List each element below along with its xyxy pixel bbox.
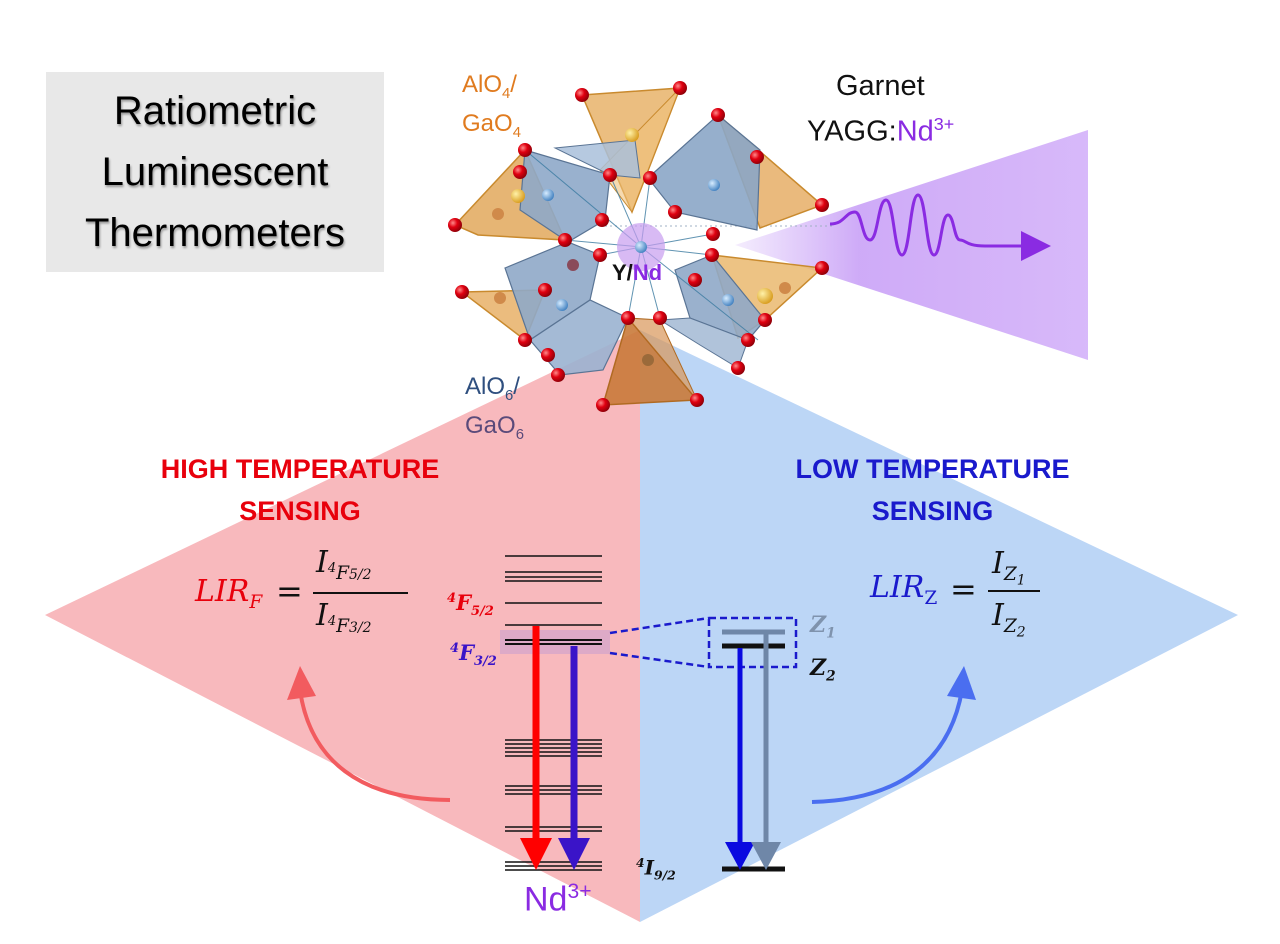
high-temperature-heading: HIGH TEMPERATURE SENSING — [160, 454, 440, 526]
title-line-3: Thermometers — [84, 210, 346, 255]
high-temperature-panel — [45, 330, 640, 922]
z1-label: Z1 — [810, 612, 836, 642]
emission-beam — [735, 130, 1088, 360]
f32-band-highlight — [500, 630, 610, 654]
low-denominator: IZ2 — [992, 598, 1026, 641]
f32-level-label: 4F3/2 — [450, 640, 497, 670]
tetrahedral-site-label: AlO4/ GaO4 — [462, 71, 521, 141]
garnet-crystal-structure — [448, 81, 829, 412]
stark-zoom-box — [707, 616, 798, 669]
f52-level-label: 4F5/2 — [447, 590, 494, 620]
nd-energy-levels — [505, 555, 602, 871]
high-numerator: I4F5/2 — [316, 545, 372, 584]
i92-level-label: 4I9/2 — [636, 855, 676, 883]
central-ion — [635, 241, 647, 253]
low-temperature-panel — [640, 330, 1238, 922]
high-equals: = — [276, 572, 303, 610]
title-box: Ratiometric Luminescent Thermometers — [46, 72, 384, 272]
high-denominator: I4F3/2 — [316, 598, 372, 637]
title-line-2: Luminescent — [101, 149, 329, 194]
high-temp-curved-arrow — [298, 689, 451, 802]
low-equals: = — [950, 570, 977, 608]
low-lir-symbol: LIRZ — [870, 570, 938, 609]
emission-wave — [829, 193, 1051, 261]
low-temperature-heading: LOW TEMPERATURE SENSING — [795, 454, 1070, 526]
title-line-1: Ratiometric — [113, 88, 317, 133]
nd-ion-label: Nd3+ — [524, 880, 592, 919]
garnet-title: Garnet — [836, 70, 925, 102]
garnet-formula: YAGG:Nd3+ — [807, 114, 955, 148]
low-temp-curved-arrow — [811, 689, 964, 804]
dodecahedral-site-label: Y/Nd — [612, 260, 663, 285]
low-numerator: IZ1 — [992, 546, 1026, 589]
z2-label: Z2 — [810, 655, 836, 685]
octahedral-site-label: AlO6/ GaO6 — [465, 373, 524, 443]
high-lir-symbol: LIRF — [195, 574, 263, 613]
octahedron-upper-right — [647, 114, 761, 231]
